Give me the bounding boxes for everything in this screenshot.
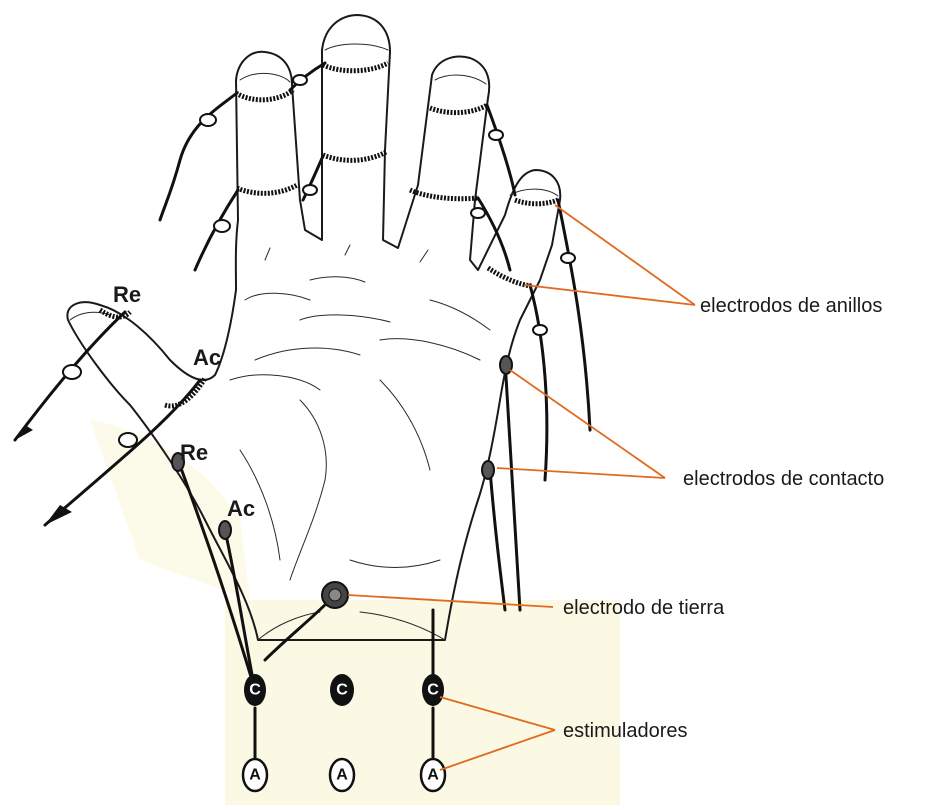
wire-contact-upper (505, 360, 520, 610)
svg-text:C: C (427, 682, 439, 699)
contact-electrode (482, 461, 494, 479)
wire-contact-lower (490, 470, 505, 610)
wire-tip (45, 505, 72, 525)
terminal-c-left: C (244, 674, 266, 706)
terminal-c-center: C (330, 674, 354, 706)
ground-electrode (322, 582, 348, 608)
wire-ring-distal (487, 105, 515, 195)
label-ring-electrodes: electrodos de anillos (700, 295, 882, 317)
terminal-a-left: A (243, 759, 267, 791)
site-label-wrist-ac: Ac (227, 496, 255, 521)
site-label-wrist-re: Re (180, 440, 208, 465)
site-label-thumb-re: Re (113, 282, 141, 307)
svg-text:A: A (427, 767, 439, 784)
wire-bead (471, 208, 485, 218)
wire-bead (293, 75, 307, 85)
ring-middle-distal (323, 63, 388, 71)
wire-index-distal (160, 93, 237, 220)
site-label-thumb-ac: Ac (193, 345, 221, 370)
wire-bead (63, 365, 81, 379)
wire-bead (214, 220, 230, 232)
leader-contact-lower (497, 468, 665, 478)
ring-ring-proximal (410, 190, 478, 199)
leader-ring-lower (525, 285, 695, 305)
wire-bead (561, 253, 575, 263)
wire-bead (119, 433, 137, 447)
wire-little-proximal (530, 285, 547, 480)
svg-text:C: C (336, 682, 348, 699)
ring-middle-proximal (323, 152, 386, 160)
terminal-c-right: C (422, 674, 444, 706)
svg-text:A: A (336, 767, 348, 784)
terminal-a-center: A (330, 759, 354, 791)
wire-little-distal (558, 200, 590, 430)
wire-bead (303, 185, 317, 195)
wire-bead (533, 325, 547, 335)
ring-ring-distal (430, 105, 487, 113)
ring-index-proximal (237, 185, 297, 193)
contact-electrode (500, 356, 512, 374)
contact-electrode (219, 521, 231, 539)
svg-text:A: A (249, 767, 261, 784)
label-ground-electrode: electrodo de tierra (563, 597, 725, 619)
label-stimulators: estimuladores (563, 720, 688, 742)
label-contact-electrodes: electrodos de contacto (683, 468, 884, 490)
wire-bead (489, 130, 503, 140)
wire-tip (15, 425, 33, 440)
ring-index-distal (236, 90, 293, 100)
svg-text:C: C (249, 682, 261, 699)
terminal-a-right: A (421, 759, 445, 791)
wire-bead (200, 114, 216, 126)
wrist-background (90, 420, 620, 805)
ring-little-distal (515, 200, 558, 204)
